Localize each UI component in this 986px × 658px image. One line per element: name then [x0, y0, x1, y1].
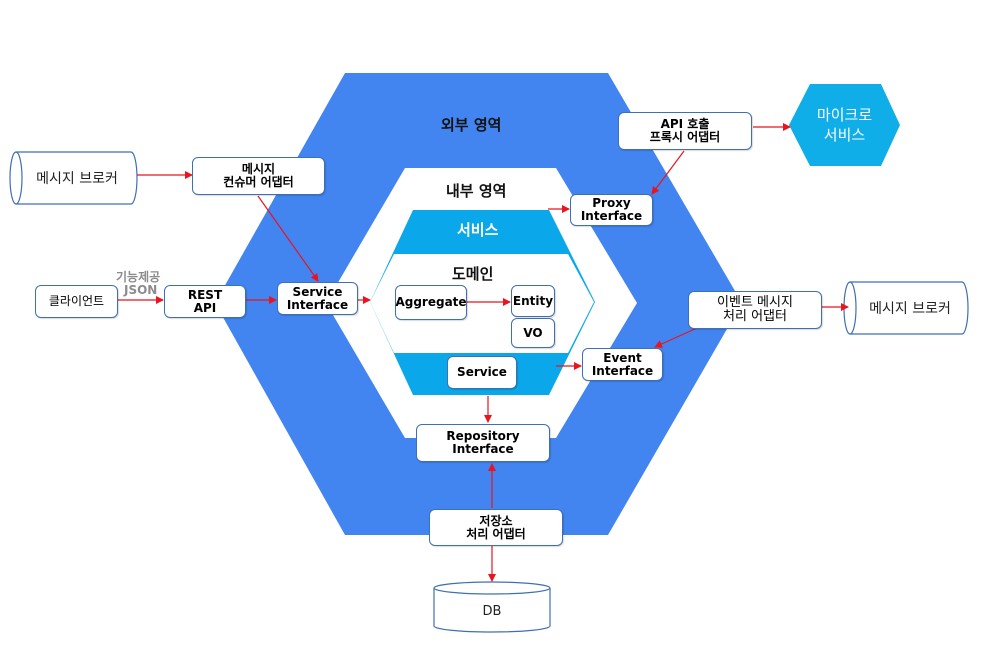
service-zone-label: 서비스 — [457, 221, 499, 239]
arrows — [118, 123, 849, 582]
client-box: 클라이언트 — [35, 285, 118, 318]
vo-box: VO — [511, 318, 555, 348]
service-box: Service — [447, 356, 517, 389]
message-broker-right-cylinder — [843, 281, 969, 335]
repository-interface-box: Repository Interface — [416, 424, 550, 462]
microservice-hexagon — [789, 84, 900, 166]
client-link-label-json: JSON — [124, 283, 158, 297]
message-broker-right-label: 메시지 브로커 — [869, 301, 951, 317]
proxy-interface-box: Proxy Interface — [570, 194, 653, 226]
db-cylinder — [433, 581, 551, 633]
arrow-consumer-to-service-interface — [257, 195, 319, 282]
message-consumer-adapter-box: 메시지 컨슈머 어댑터 — [192, 157, 325, 195]
arrow-event-adapter-to-event-interface — [654, 327, 698, 348]
entity-box: Entity — [511, 285, 555, 317]
microservice-label: 마이크로 서비스 — [816, 106, 873, 144]
message-broker-left-label: 메시지 브로커 — [36, 171, 118, 187]
arrow-api-adapter-to-proxy — [651, 150, 685, 195]
db-label: DB — [482, 603, 502, 619]
storage-adapter-box: 저장소 처리 어댑터 — [429, 509, 563, 546]
rest-api-box: REST API — [164, 285, 246, 318]
event-interface-box: Event Interface — [582, 348, 663, 381]
service-interface-box: Service Interface — [277, 282, 358, 315]
aggregate-box: Aggregate — [395, 285, 467, 320]
event-adapter-box: 이벤트 메시지 처리 어댑터 — [688, 291, 822, 329]
api-proxy-adapter-box: API 호출 프록시 어댑터 — [618, 112, 752, 150]
client-link-label-top: 기능제공 — [116, 270, 161, 284]
domain-zone-label: 도메인 — [452, 265, 494, 283]
outer-zone-label: 외부 영역 — [441, 116, 502, 134]
message-broker-left-cylinder — [9, 151, 138, 205]
inner-zone-label: 내부 영역 — [446, 182, 507, 200]
